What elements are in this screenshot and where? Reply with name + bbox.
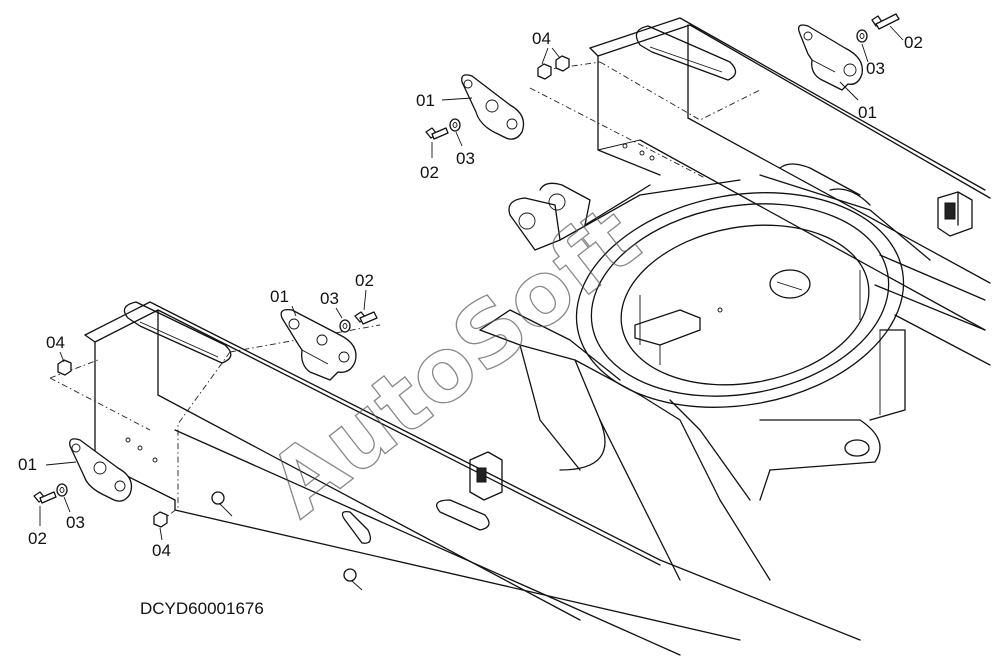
drawing-code: DCYD60001676 <box>140 599 264 618</box>
callout-02: 02 <box>904 33 923 52</box>
part-set-top-middle <box>425 74 525 140</box>
callout-04: 04 <box>152 541 171 560</box>
upper-track-frame <box>589 17 991 331</box>
callout-02: 02 <box>355 271 374 290</box>
callout-02: 02 <box>28 529 47 548</box>
callout-04: 04 <box>532 29 551 48</box>
callout-02: 02 <box>420 163 439 182</box>
assembly-lines <box>49 61 761 519</box>
callout-03: 03 <box>866 59 885 78</box>
callout-04: 04 <box>46 333 65 352</box>
callout-01: 01 <box>270 287 289 306</box>
callout-01: 01 <box>416 91 435 110</box>
callout-labels: 04 02 03 01 01 02 03 01 03 02 04 01 02 0… <box>18 29 923 560</box>
callout-03: 03 <box>66 513 85 532</box>
callout-01: 01 <box>18 455 37 474</box>
part-set-middle-left <box>280 309 378 381</box>
part-set-lower-left <box>33 359 168 528</box>
callout-03: 03 <box>320 289 339 308</box>
callout-03: 03 <box>456 149 475 168</box>
center-frame <box>479 163 991 581</box>
part-set-top-right <box>537 13 900 91</box>
callout-01: 01 <box>858 103 877 122</box>
leader-lines <box>39 25 904 541</box>
